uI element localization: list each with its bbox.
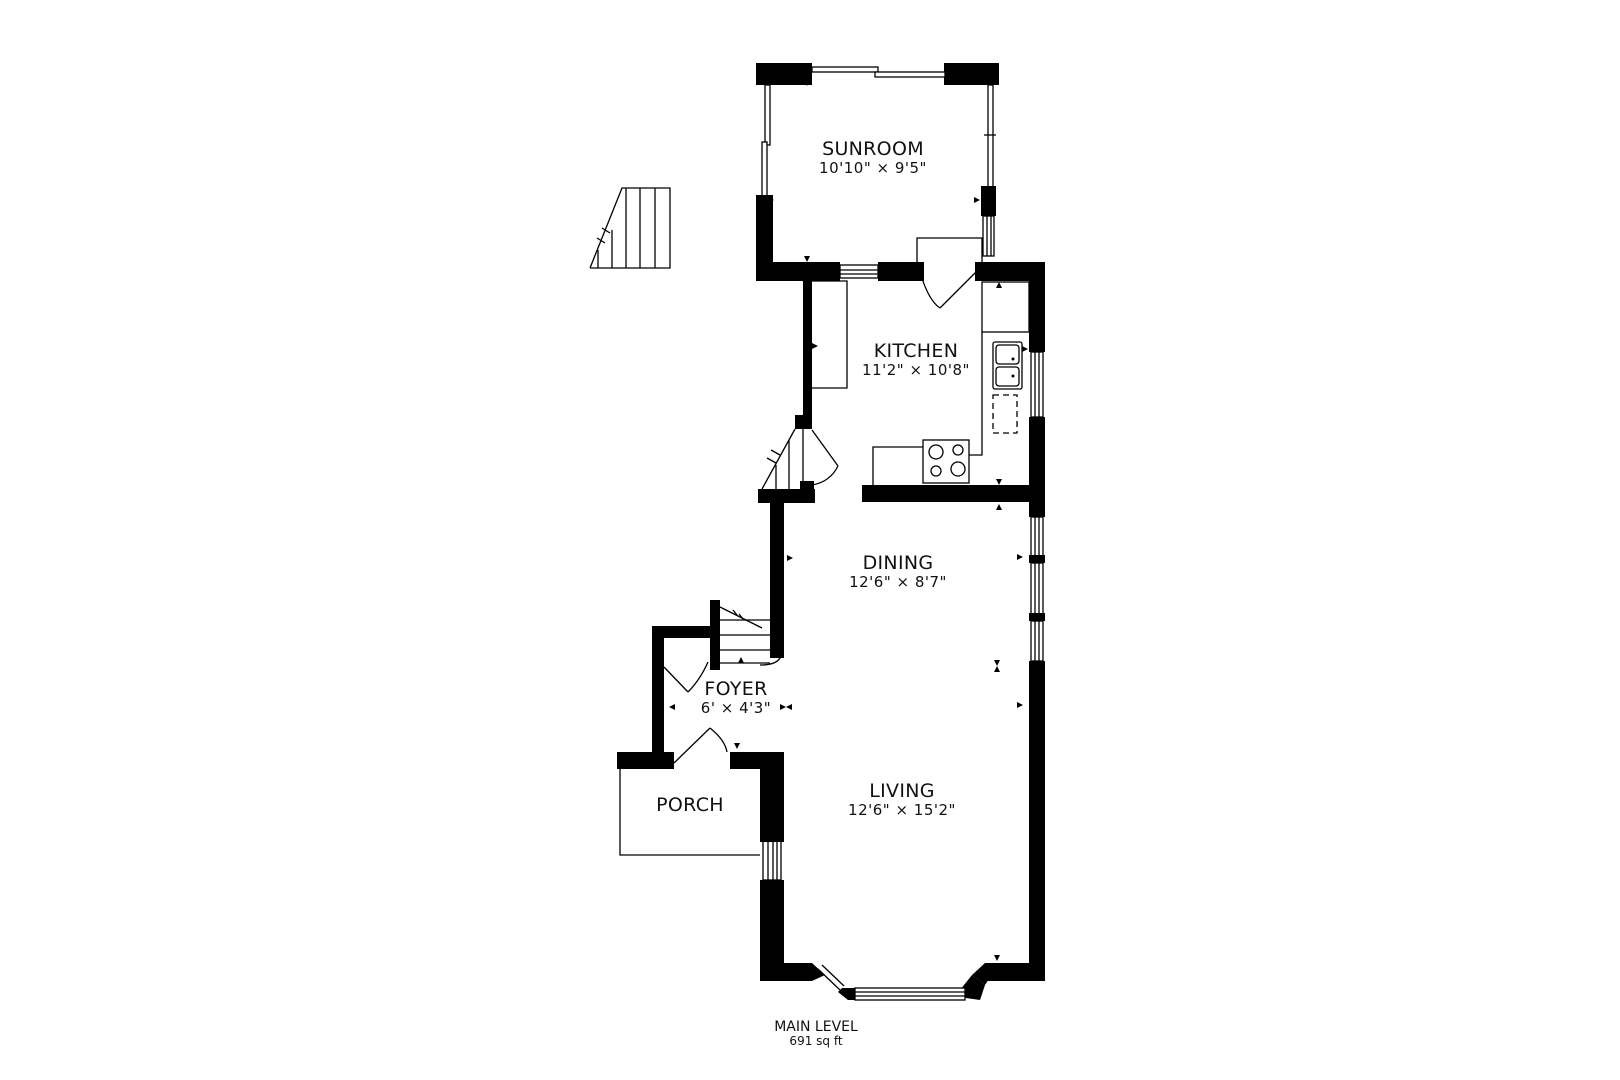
- room-dimensions: 12'6" × 15'2": [848, 800, 956, 819]
- level-area: 691 sq ft: [789, 1034, 843, 1049]
- sunroom-walls: [756, 63, 999, 309]
- room-label-living: LIVING 12'6" × 15'2": [848, 781, 956, 818]
- level-name: MAIN LEVEL: [774, 1019, 858, 1035]
- room-name: FOYER: [704, 678, 768, 700]
- room-dimensions: 11'2" × 10'8": [862, 360, 970, 379]
- room-label-dining: DINING 12'6" × 8'7": [849, 553, 947, 590]
- dimension-markers: [669, 80, 1028, 961]
- room-label-sunroom: SUNROOM 10'10" × 9'5": [819, 139, 927, 176]
- dining-living-walls: [730, 500, 1045, 1001]
- level-summary: MAIN LEVEL 691 sq ft: [774, 1019, 858, 1049]
- room-name: SUNROOM: [822, 138, 924, 160]
- room-name: PORCH: [656, 794, 724, 816]
- room-label-kitchen: KITCHEN 11'2" × 10'8": [862, 341, 970, 378]
- room-name: LIVING: [869, 780, 935, 802]
- foyer-porch-walls: [617, 600, 782, 856]
- kitchen-walls: [758, 262, 1045, 517]
- room-dimensions: 10'10" × 9'5": [819, 158, 927, 177]
- room-label-porch: PORCH: [656, 795, 724, 816]
- room-label-foyer: FOYER 6' × 4'3": [701, 679, 771, 716]
- room-dimensions: 12'6" × 8'7": [849, 572, 947, 591]
- room-name: KITCHEN: [873, 340, 959, 362]
- room-dimensions: 6' × 4'3": [700, 698, 772, 717]
- exterior-stairs: [589, 187, 671, 269]
- room-name: DINING: [862, 552, 934, 574]
